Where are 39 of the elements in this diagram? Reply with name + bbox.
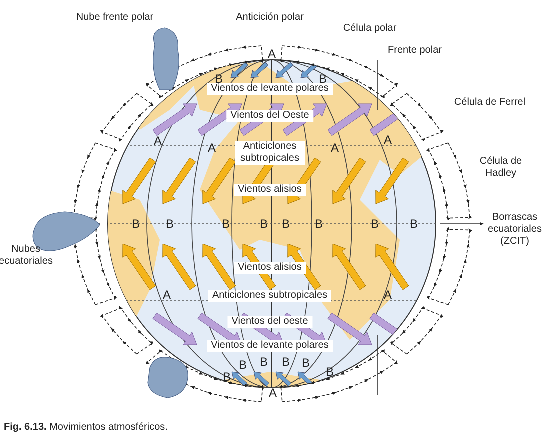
pressure-letter: B bbox=[215, 73, 223, 85]
wind-label: Anticiclones subtropicales bbox=[208, 290, 332, 302]
wind-label: Vientos del Oeste bbox=[226, 110, 314, 122]
callout-label: Nube frente polar bbox=[76, 12, 154, 24]
callout-label: Borrascas ecuatoriales (ZCIT) bbox=[487, 212, 543, 248]
wind-label: Vientos de levante polares bbox=[207, 340, 333, 352]
pressure-letter: B bbox=[319, 73, 327, 85]
callout-label: Célula de Hadley bbox=[478, 156, 524, 180]
pressure-letter: B bbox=[282, 356, 290, 368]
pressure-letter: B bbox=[282, 218, 290, 230]
pressure-letter: A bbox=[384, 289, 392, 301]
wind-label: Vientos alisios bbox=[234, 184, 306, 196]
pressure-letter: A bbox=[163, 289, 171, 301]
pressure-letter: A bbox=[331, 142, 339, 154]
pressure-letter: A bbox=[154, 135, 162, 147]
figure-caption: Fig. 6.13. Movimientos atmosféricos. bbox=[4, 421, 168, 435]
pressure-letter: B bbox=[132, 218, 140, 230]
pressure-letter: B bbox=[302, 357, 310, 369]
callout-label: Célula polar bbox=[343, 23, 397, 35]
pressure-letter: B bbox=[260, 218, 268, 230]
wind-label: Vientos alisios bbox=[234, 262, 306, 274]
pressure-letter: B bbox=[326, 366, 334, 378]
pressure-letter: B bbox=[260, 356, 268, 368]
pressure-letter: B bbox=[222, 218, 230, 230]
pressure-letter: A bbox=[384, 134, 392, 146]
wind-label: Vientos de levante polares bbox=[207, 83, 333, 95]
pressure-letter: A bbox=[208, 142, 216, 154]
pressure-letter: B bbox=[410, 218, 418, 230]
pressure-letter: B bbox=[166, 218, 174, 230]
pressure-letter: B bbox=[239, 359, 247, 371]
pressure-letter: B bbox=[371, 218, 379, 230]
callout-label: Frente polar bbox=[388, 45, 442, 57]
callout-label: Célula de Ferrel bbox=[454, 97, 526, 109]
callout-label: Anticición polar bbox=[236, 12, 304, 24]
wind-label: Vientos del oeste bbox=[228, 316, 312, 328]
pressure-letter: A bbox=[268, 48, 276, 60]
wind-label: Anticiclones subtropicales bbox=[235, 141, 305, 165]
pressure-letter: B bbox=[315, 218, 323, 230]
pressure-letter: A bbox=[269, 387, 277, 399]
